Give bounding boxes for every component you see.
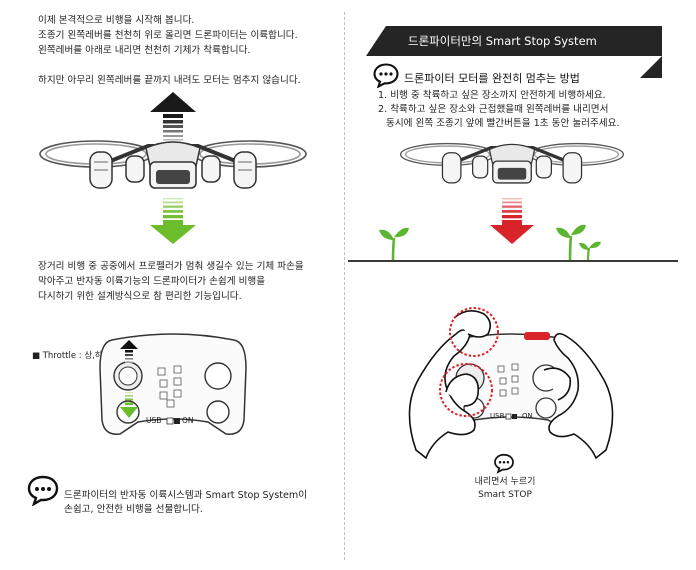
step-2: 2. 착륙하고 싶은 장소와 근접했을때 왼쪽레버를 내리면서 xyxy=(378,104,609,115)
desc-line-2: 막아주고 반자동 이륙기능의 드론파이터가 손쉽게 비행을 xyxy=(38,276,266,287)
speech-bubble-icon xyxy=(373,63,399,88)
speech-bubble-icon xyxy=(27,475,59,506)
controller-on-label: ON xyxy=(522,412,533,420)
caption-line-2: Smart STOP xyxy=(478,490,532,500)
plant-icon xyxy=(556,224,601,262)
controller-on-label: ON xyxy=(182,416,194,425)
banner-title: 드론파이터만의 Smart Stop System xyxy=(408,34,597,48)
hands-image xyxy=(408,307,614,460)
desc-line-1: 장거리 비행 중 공중에서 프로펠러가 멈춰 생길수 있는 기체 파손을 xyxy=(38,261,304,272)
plant-icon xyxy=(379,227,409,262)
throttle-up-arrow-icon xyxy=(120,340,138,363)
banner-corner xyxy=(640,56,662,78)
caption-line-1: 내리면서 누르기 xyxy=(474,477,536,487)
controller-usb-label: USB xyxy=(490,412,505,420)
intro-line-1: 이제 본격적으로 비행을 시작해 봅니다. xyxy=(38,15,195,26)
column-divider xyxy=(344,12,345,560)
intro-line-2: 조종기 왼쪽레버를 천천히 위로 올리면 드론파이터는 이륙합니다. xyxy=(38,30,298,41)
step-1: 1. 비행 중 착륙하고 싶은 장소까지 안전하게 비행하세요. xyxy=(378,90,606,101)
drone-image xyxy=(399,142,625,184)
desc-line-3: 다시하기 위한 설계방식으로 참 편리한 기능입니다. xyxy=(38,291,242,302)
controller-usb-label: USB xyxy=(146,416,162,425)
footer-line-2: 손쉽고, 안전한 비행을 선물합니다. xyxy=(64,504,203,515)
controller-image xyxy=(99,333,247,435)
step-2-cont: 동시에 왼쪽 조종기 앞에 빨간버튼을 1초 동안 눌러주세요. xyxy=(386,118,620,129)
ground-line xyxy=(348,260,678,262)
section-heading: 드론파이터 모터를 완전히 멈추는 방법 xyxy=(404,72,580,85)
drone-image xyxy=(39,140,307,189)
down-arrow-icon xyxy=(150,198,196,244)
intro-line-3: 왼쪽레버를 아래로 내리면 천천히 기체가 착륙합니다. xyxy=(38,45,251,56)
footer-line-1: 드론파이터의 반자동 이륙시스템과 Smart Stop System이 xyxy=(64,490,308,501)
red-down-arrow-icon xyxy=(490,198,534,244)
speech-bubble-icon xyxy=(494,453,514,474)
throttle-label: ■ Throttle : 상,하 이동 xyxy=(32,351,122,361)
throttle-down-arrow-icon xyxy=(120,392,138,418)
banner xyxy=(366,26,662,56)
warning-line: 하지만 아무리 왼쪽레버를 끝까지 내려도 모터는 멈추지 않습니다. xyxy=(38,75,301,86)
